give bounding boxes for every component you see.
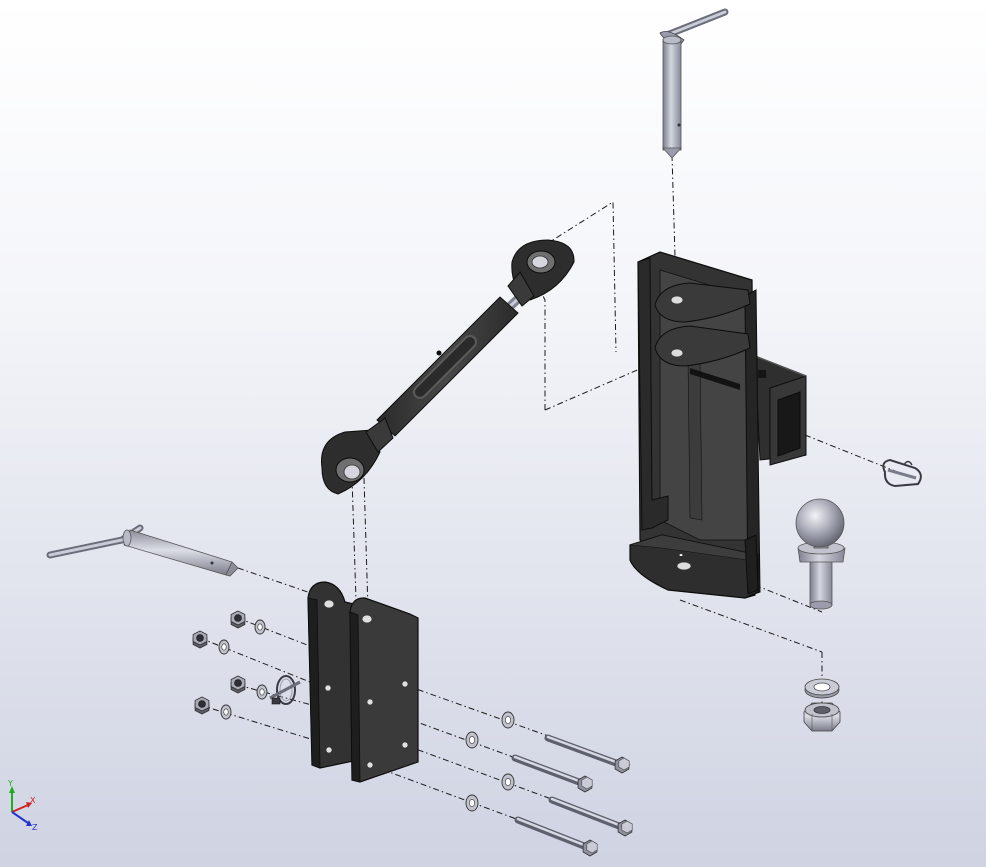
flat-washer[interactable] <box>218 639 230 655</box>
hex-bolt[interactable] <box>514 816 598 857</box>
flat-washer[interactable] <box>465 731 479 749</box>
flat-washer[interactable] <box>501 711 515 729</box>
hex-nut[interactable] <box>230 675 246 694</box>
hex-nut[interactable] <box>194 696 210 715</box>
hex-nut[interactable] <box>230 610 246 629</box>
lynch-pin-top[interactable] <box>659 8 729 159</box>
receiver-tube[interactable] <box>754 355 807 466</box>
ball-lock-washer[interactable] <box>804 678 840 699</box>
hex-nuts[interactable] <box>192 610 246 715</box>
lynch-pin-lower[interactable] <box>46 524 239 577</box>
hex-nut[interactable] <box>192 630 208 649</box>
hex-bolt[interactable] <box>511 754 593 793</box>
flat-washer[interactable] <box>256 684 268 700</box>
axis-z-label: Z <box>32 823 38 832</box>
hex-bolt[interactable] <box>544 734 630 774</box>
washers[interactable] <box>218 619 515 812</box>
hitch-bracket[interactable] <box>629 251 761 599</box>
tow-ball[interactable] <box>795 498 846 610</box>
side-plate-front <box>349 597 419 783</box>
flat-washer[interactable] <box>465 794 479 812</box>
axis-triad: Y X Z <box>7 779 38 832</box>
turnbuckle-upper-eye <box>507 239 575 307</box>
flat-washer[interactable] <box>220 704 232 720</box>
hex-bolts[interactable] <box>511 734 633 857</box>
axis-x-label: X <box>30 796 36 805</box>
hex-bolt[interactable] <box>548 796 633 837</box>
r-clip[interactable] <box>269 675 301 705</box>
flat-washer[interactable] <box>501 773 515 791</box>
hitch-clip[interactable] <box>882 458 922 488</box>
side-plates[interactable] <box>307 581 419 783</box>
turnbuckle-lower-eye <box>320 417 394 495</box>
top-link-turnbuckle[interactable] <box>320 239 575 495</box>
ball-nut[interactable] <box>803 702 841 732</box>
flat-washer[interactable] <box>254 619 266 635</box>
axis-y-label: Y <box>7 779 13 788</box>
